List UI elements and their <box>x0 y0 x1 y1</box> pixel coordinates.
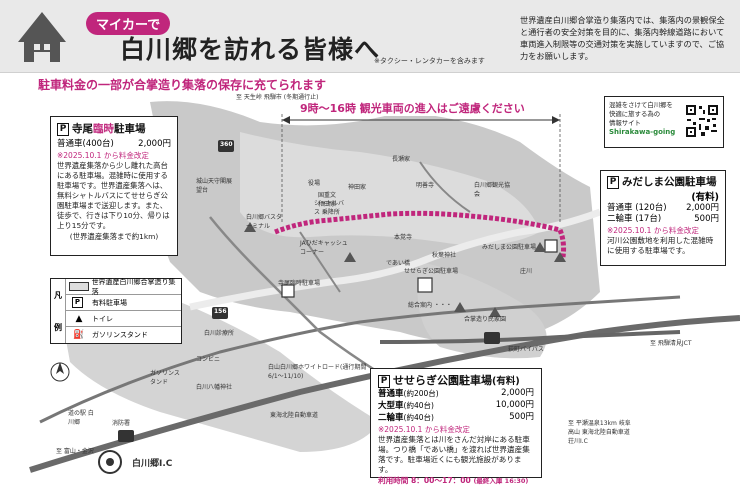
toilet-icon: ▲ <box>75 313 83 324</box>
midashima-desc: 河川公園敷地を利用した混雑時に使用する駐車場です。 <box>607 236 714 255</box>
map-label-white-road: 白山白川郷ホワイトロード(通行期間6/1〜11/10) <box>268 364 367 380</box>
map-label-wada: 国重文 和田家 <box>318 192 337 208</box>
map-label-ja: JAひだキャッシュコーナー <box>300 240 348 256</box>
map-label-tenshukaku: 城山天守閣展望台 <box>196 178 233 194</box>
seseragi-rate: 普通車(約200台)2,000円 <box>378 388 534 399</box>
map-label-hida-jct: 至 飛騨清見JCT <box>650 340 692 347</box>
map-label-midashima: みだしま公園駐車場 <box>482 244 537 251</box>
header-notice: 世界遺産白川郷合掌造り集落内では、集落内の景観保全と通行者の安全対策を目的に、集… <box>520 15 725 61</box>
map-label-hachiman: 白川八幡神社 <box>196 384 233 391</box>
map-label-top: 至 天生峠 飛騨市 (冬期通行止) <box>236 94 319 101</box>
header-note: ※タクシー・レンタカーを含みます <box>374 57 485 65</box>
midashima-rate: 二輪車 (17台)500円 <box>607 214 719 224</box>
parking-icon: P <box>57 123 69 136</box>
legend-panel: 凡 例 世界遺産白川郷合掌造り集落 P 有料駐車場 ▲ トイレ ⛽ ガソリンスタ… <box>50 278 182 344</box>
header-subtitle: マイカーで <box>86 12 171 35</box>
qr-panel: 混雑をさけて白川郷を 快適に旅する為の 情報サイト Shirakawa-goin… <box>604 96 724 148</box>
map-label-deai: であい橋 <box>386 260 410 267</box>
map-label-bus-terminal: 白川郷バスターミナル <box>246 214 283 230</box>
route-156-label: 156 <box>214 308 227 315</box>
midashima-title2: (有料) <box>691 192 719 203</box>
parking-icon: P <box>72 297 83 308</box>
restriction-label: 9時〜16時 観光車両の進入はご遠慮ください <box>296 100 529 116</box>
seseragi-desc: 世界遺産集落とは川をさんだ対岸にある駐車場。つり橋「であい橋」を渡れば世界遺産集… <box>378 435 530 474</box>
terao-revised: ※2025.10.1 から料金改定 <box>57 151 149 160</box>
map-label-michinoeki: 道の駅 白川郷 <box>68 410 94 426</box>
midashima-revised: ※2025.10.1 から料金改定 <box>607 226 699 235</box>
route-360-label: 360 <box>220 141 233 148</box>
legend-item: ⛽ ガソリンスタンド <box>73 329 148 340</box>
page-title: 白川郷を訪れる皆様へ <box>120 35 381 64</box>
map-label-myozenji: 明善寺 <box>416 182 435 189</box>
terao-desc: 世界遺産集落から少し離れた高台にある駐車場。混雑時に使用する駐車場です。世界遺産… <box>57 161 170 230</box>
map-label-temporary: 寺尾臨時駐車場 <box>278 280 321 287</box>
map-label-sogo-office: 総合案内 ・・・ <box>408 302 452 309</box>
legend-side: 凡 例 <box>51 279 66 343</box>
seseragi-rate: 二輪車(約40台)500円 <box>378 412 534 423</box>
legend-item: 世界遺産白川郷合掌造り集落 <box>66 278 181 296</box>
map-label-kyoshu: 白川郷観光協会 <box>474 182 511 198</box>
map-label-choyo: 長瀬家 <box>392 156 411 163</box>
legend-item: ▲ トイレ <box>66 311 181 327</box>
parking-icon: P <box>607 176 619 189</box>
map-label-gassho-minka: 合掌造り民家園 <box>464 316 507 323</box>
map-label-kita: 至 富山・金沢 <box>56 448 94 455</box>
map-graphic <box>29 101 740 474</box>
legend-item: P 有料駐車場 <box>66 295 181 311</box>
map-label-hospital: 白川診療所 <box>204 330 235 337</box>
heritage-symbol-icon <box>68 282 89 291</box>
map-label-yakuba: 役場 <box>308 180 321 187</box>
map-label-shuttle: シャトルバス 乗降所 <box>314 200 345 216</box>
parking-icon: P <box>378 375 390 388</box>
terao-distance: (世界遺産集落まで約1km) <box>69 232 159 241</box>
map-label-akiba: 秋葉神社 <box>432 252 457 259</box>
map-area: 9時〜16時 観光車両の進入はご遠慮ください 至 天生峠 飛騨市 (冬期通行止)… <box>0 92 740 485</box>
map-label-ic: 白川郷I.C <box>132 459 173 469</box>
map-label-bypass: 荻町バイパス <box>508 346 544 353</box>
gas-station-icon: ⛽ <box>73 329 85 340</box>
fee-subtitle: 駐車料金の一部が合掌造り集落の保存に充てられます <box>38 78 327 92</box>
seseragi-revised: ※2025.10.1 から料金改定 <box>378 425 470 434</box>
gassho-house-icon <box>18 12 66 62</box>
map-label-kawa: 庄川 <box>520 268 533 275</box>
map-label-seseragi-small: せせらぎ公園駐車場 <box>404 268 459 275</box>
map-label-shobo: 消防署 <box>112 420 131 427</box>
terao-rate: 普通車(400台)2,000円 <box>57 139 171 149</box>
map-label-heiwa: 至 平瀬温泉13km 岐阜 高山 東海北陸自動車道 荘川I.C <box>568 420 631 445</box>
map-label-gas: ガソリンスタンド <box>150 370 180 386</box>
map-label-honkaku: 本覚寺 <box>394 234 413 241</box>
map-label-expressway: 東海北陸自動車道 <box>270 412 319 419</box>
header-banner: マイカーで 白川郷を訪れる皆様へ ※タクシー・レンタカーを含みます 世界遺産白川… <box>0 0 740 73</box>
map-label-kanda: 神田家 <box>348 184 367 191</box>
legend-list: 世界遺産白川郷合掌造り集落 P 有料駐車場 ▲ トイレ ⛽ ガソリンスタンド <box>66 278 181 343</box>
qr-code-icon[interactable] <box>685 104 719 138</box>
midashima-rate: 普通車 (120台)2,000円 <box>607 203 719 213</box>
map-label-convenience: コンビニ <box>196 356 221 363</box>
seseragi-rate: 大型車(約40台)10,000円 <box>378 400 534 411</box>
